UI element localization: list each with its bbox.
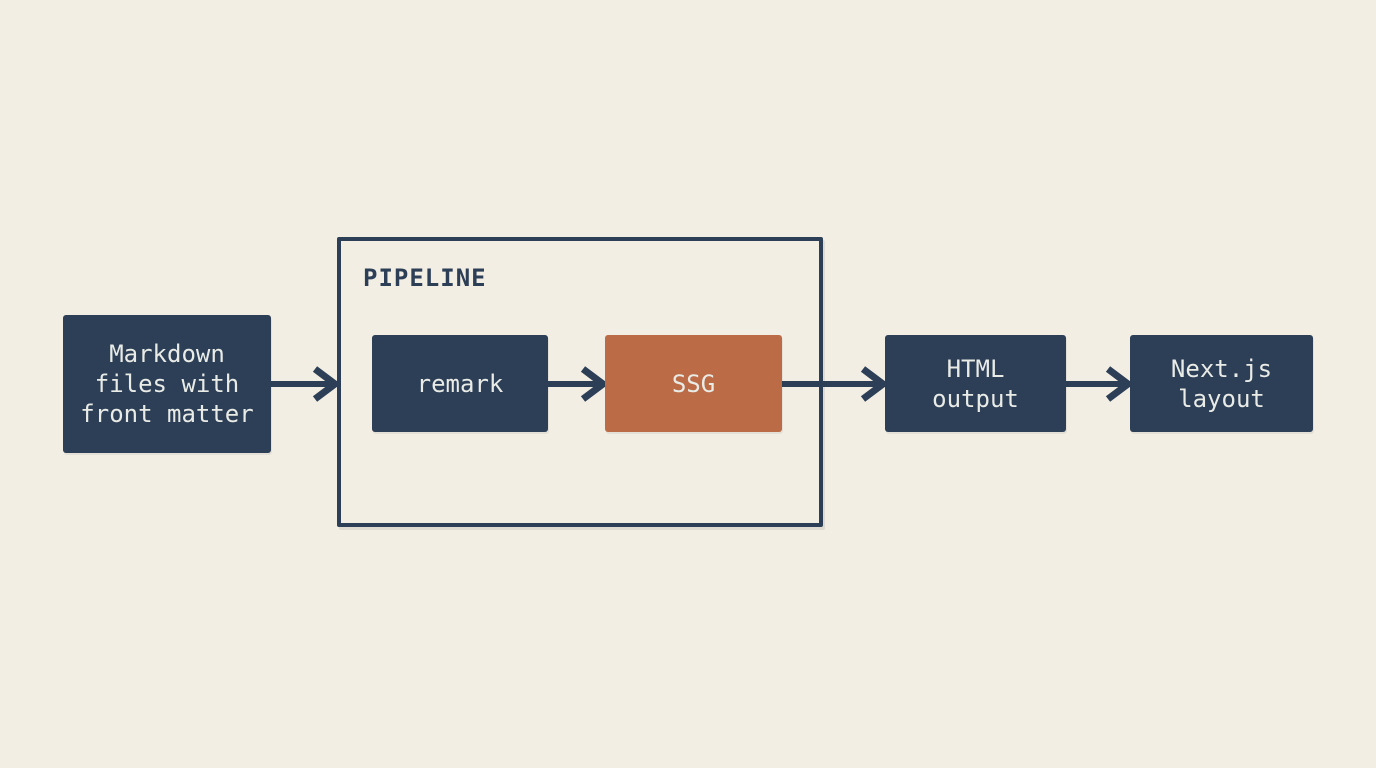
flow-arrow-html-output-to-nextjs: [1066, 366, 1134, 402]
node-label-line: Markdown: [109, 340, 225, 368]
node-nextjs-layout: Next.js layout: [1130, 335, 1313, 432]
node-html-output: HTML output: [885, 335, 1066, 432]
pipeline-group-label: PIPELINE: [363, 264, 487, 292]
node-ssg: SSG: [605, 335, 782, 432]
node-label-line: remark: [416, 369, 504, 398]
node-remark: remark: [372, 335, 548, 432]
node-markdown-source: Markdown files with front matter: [63, 315, 271, 453]
node-label-line: Next.js: [1170, 354, 1273, 383]
node-label-line: front matter: [80, 400, 254, 428]
node-label-line: output: [932, 384, 1019, 413]
flow-arrow-ssg-to-html-output: [782, 366, 889, 402]
flow-arrow-source-to-pipeline: [271, 366, 341, 402]
node-label-line: SSG: [671, 369, 716, 398]
flow-arrow-remark-to-ssg: [548, 366, 609, 402]
node-label-line: files with: [94, 370, 240, 398]
node-label-line: HTML: [946, 354, 1005, 383]
node-label-line: layout: [1178, 384, 1265, 413]
